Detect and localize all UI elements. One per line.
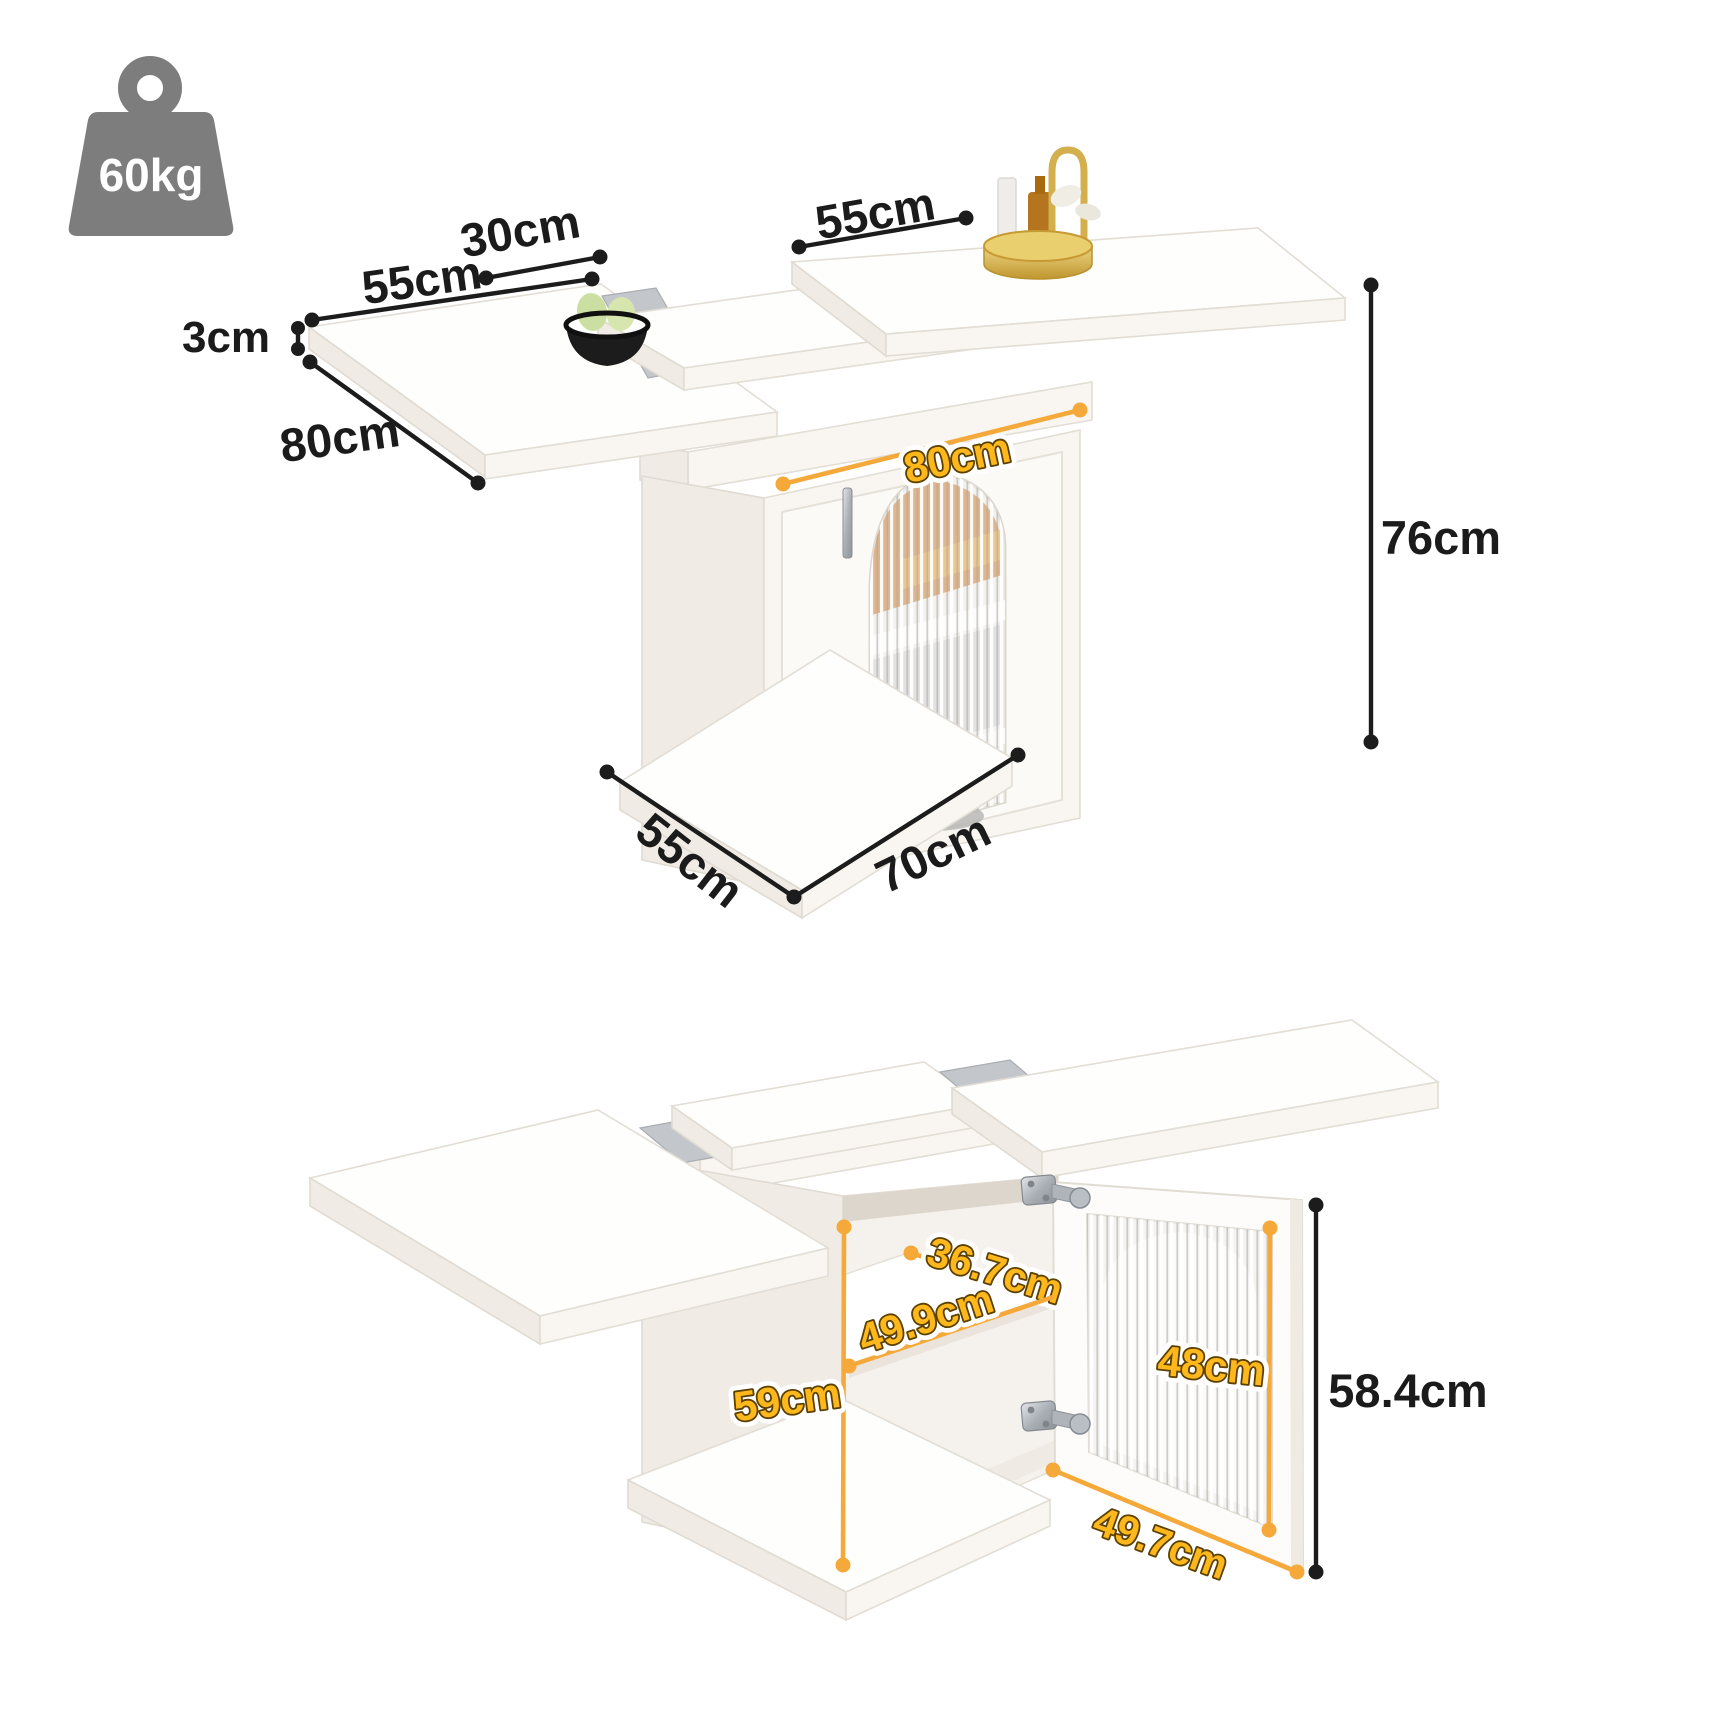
tabletop-right-leaf-2 (949, 1019, 1441, 1180)
dimension-label: 76cm (1381, 511, 1501, 564)
weight-kettlebell-icon-body (68, 112, 234, 236)
tray-top (983, 230, 1093, 262)
black-bowl-rim (563, 310, 651, 340)
tray-white-sprig-2 (1075, 203, 1101, 221)
interior-shelf-edge (849, 1297, 1053, 1378)
tabletop-right-leaf (789, 227, 1348, 358)
cabinet-open-door (1051, 1180, 1305, 1574)
door-hinge-top (1020, 1174, 1091, 1209)
open-door-table-illustration: 36.7cm 36.7cm 49.9cm 49.9cm 59cm 59cm 48… (307, 1019, 1488, 1622)
door-glass-flutes (1087, 1214, 1272, 1528)
dim-door-height: 58.4cm (1308, 1197, 1488, 1580)
gold-tray-decor (983, 146, 1101, 280)
dim-tabletop-thickness: 3cm (182, 313, 305, 362)
dimension-label: 30cm (456, 194, 584, 267)
dimension-label: 55cm (811, 176, 939, 249)
dimension-label: 80cm (276, 403, 402, 472)
dimension-label: 58.4cm (1328, 1364, 1487, 1417)
weight-capacity-badge: 60kg (68, 56, 234, 236)
fruit-bowl-decor (563, 293, 651, 366)
extended-table-illustration: 55cm 3cm 80cm 30cm 55cm 76cm (182, 146, 1501, 920)
weight-kettlebell-icon (118, 56, 182, 120)
tabletop-left-leaf-2 (307, 1109, 831, 1346)
tray-gold-handle (1048, 146, 1088, 242)
tray-amber-bottle-neck (1035, 176, 1045, 194)
tabletop-left-leaf (306, 283, 780, 480)
dim-overall-height: 76cm (1363, 277, 1501, 750)
tray-white-sprig (1050, 184, 1082, 208)
door-edge-highlight (1290, 1199, 1303, 1572)
cabinet-door-handle (842, 487, 853, 559)
dimension-label: 3cm (182, 313, 270, 362)
base-plinth-right-face-2 (845, 1498, 1051, 1622)
interior-top-shadow (843, 1176, 1058, 1222)
tabletop-middle-leaf-2 (669, 1061, 987, 1172)
dim-right-leaf-width: 55cm (791, 176, 974, 255)
door-hinge-bottom (1020, 1400, 1091, 1435)
weight-capacity-label: 60kg (99, 149, 204, 201)
